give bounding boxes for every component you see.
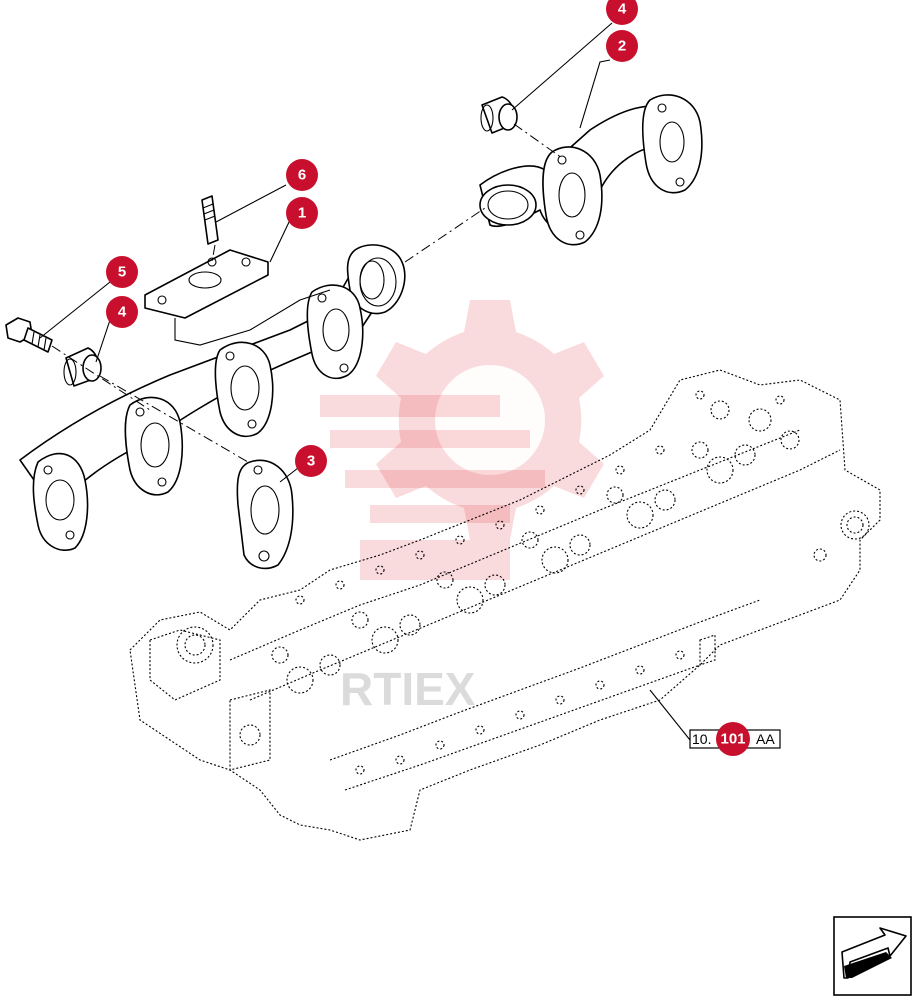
reference-box[interactable]: 10. AA 101	[689, 722, 781, 756]
bolt	[5, 317, 53, 353]
callout-label: 6	[298, 167, 306, 184]
reference-prefix: 10.	[692, 731, 711, 747]
callout-2[interactable]: 2	[606, 30, 638, 62]
sleeve-left	[63, 347, 102, 387]
callout-1[interactable]: 1	[286, 197, 318, 229]
gasket	[236, 459, 294, 570]
reference-badge[interactable]: 101	[716, 722, 750, 756]
rear-manifold-section	[479, 94, 703, 246]
cylinder-head	[129, 369, 881, 841]
callout-5[interactable]: 5	[106, 256, 138, 288]
watermark-logo: RTIEX	[320, 300, 604, 715]
callout-label: 3	[307, 453, 315, 470]
callout-label: 1	[298, 205, 306, 222]
callout-4-left[interactable]: 4	[106, 296, 138, 328]
arrow-next-page-icon[interactable]	[833, 916, 912, 996]
assembly-lines	[51, 123, 563, 463]
stud	[201, 195, 219, 245]
exhaust-manifold	[19, 244, 406, 551]
callout-3[interactable]: 3	[295, 445, 327, 477]
callout-6[interactable]: 6	[286, 159, 318, 191]
sleeve-top	[480, 96, 518, 134]
callout-label: 4	[118, 304, 127, 321]
reference-badge-label: 101	[720, 731, 745, 748]
callout-label: 2	[618, 38, 626, 55]
callout-label: 5	[118, 264, 126, 281]
callout-label: 4	[618, 1, 627, 18]
watermark-text: RTIEX	[340, 663, 476, 715]
reference-suffix: AA	[756, 731, 775, 747]
callout-4-top[interactable]: 4	[606, 0, 638, 25]
leader-lines	[39, 22, 691, 741]
